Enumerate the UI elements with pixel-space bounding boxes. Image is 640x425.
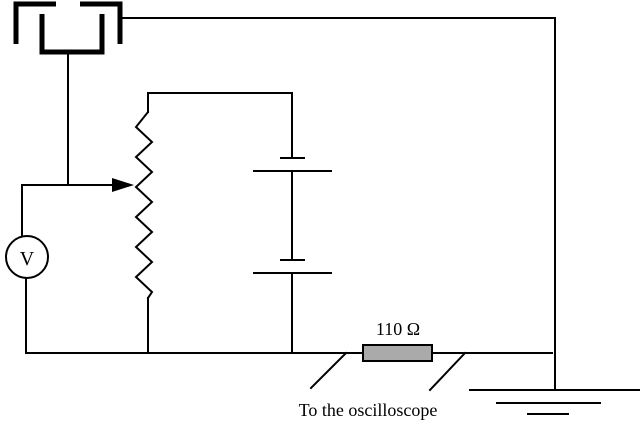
scope-lead-left: [309, 351, 348, 390]
oscilloscope-label: To the oscilloscope: [299, 400, 438, 420]
resistor-value-label: 110 Ω: [376, 319, 420, 339]
scope-lead-right: [428, 351, 467, 392]
ground-return-wire: [119, 17, 556, 391]
ground-symbol: [469, 389, 640, 415]
battery: [253, 157, 332, 354]
series-resistor: [362, 344, 433, 362]
voltmeter-label: V: [20, 248, 35, 270]
battery-top-wire: [147, 92, 293, 159]
wiper-arrow: [112, 178, 134, 192]
electrode-assembly: [13, 1, 123, 55]
potentiometer: [134, 92, 154, 354]
voltmeter: V: [5, 235, 49, 279]
